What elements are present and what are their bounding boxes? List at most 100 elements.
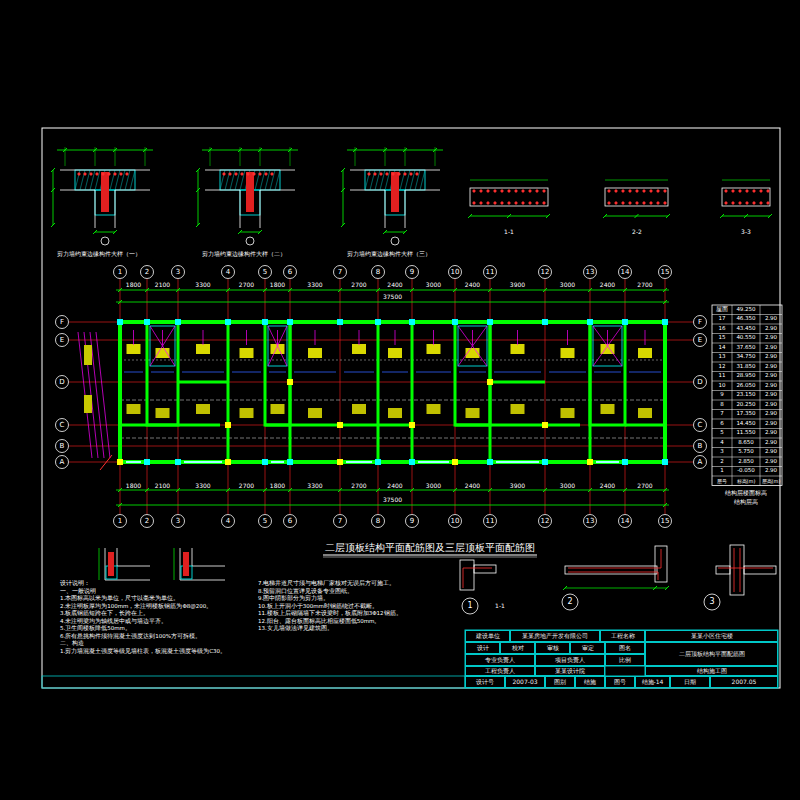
sheet-frame <box>42 128 780 688</box>
shaft-cross <box>593 326 622 366</box>
dimension-tick <box>403 230 407 234</box>
balcony-line <box>84 332 98 458</box>
column <box>587 319 593 325</box>
wall-line <box>180 548 181 580</box>
title-block-text: 审核 <box>547 645 559 651</box>
table-cell: 2.90 <box>765 345 777 351</box>
dimension-tick <box>663 288 667 292</box>
axis-bubble <box>56 456 69 469</box>
detail-outline <box>744 566 776 574</box>
table-rule <box>712 333 782 334</box>
note-line: 10.板上开洞小于300mm时钢筋绕过不截断。 <box>258 604 378 610</box>
shear-wall <box>377 322 380 462</box>
table-cell: 3 <box>720 450 724 456</box>
wall-line <box>350 190 385 191</box>
dimension: 2700 <box>350 282 367 288</box>
axis-bubble <box>141 515 154 528</box>
dimension-tick <box>543 288 547 292</box>
hatch-line <box>75 170 80 190</box>
rebar-dot <box>725 202 727 204</box>
section-label: 1-1 <box>495 603 505 609</box>
rebar-dot <box>223 173 225 175</box>
column <box>225 459 231 465</box>
title-block-cell: 结施-14 <box>635 676 670 688</box>
dimension-tick <box>376 488 380 492</box>
axis-bubble <box>584 515 597 528</box>
dimension-tick <box>51 188 55 192</box>
table-cell: 8 <box>720 402 724 408</box>
shaft-outline <box>593 326 622 366</box>
table-cell: 14.450 <box>736 421 755 427</box>
axis-number: 8 <box>376 518 380 525</box>
wall-line <box>115 190 150 191</box>
detail-outline <box>565 566 657 574</box>
rebar-line <box>734 548 740 592</box>
axis-number: 2 <box>145 518 149 525</box>
title-underline <box>323 555 537 556</box>
dimension-tick <box>453 288 457 292</box>
column <box>337 319 343 325</box>
rebar-dot <box>636 190 638 192</box>
hatch-line <box>415 170 420 190</box>
axis-bubble <box>694 456 707 469</box>
column <box>117 319 123 325</box>
table-cell: 2.90 <box>765 374 777 380</box>
axis-bubble <box>114 266 127 279</box>
axis-letter: A <box>698 459 703 466</box>
table-cell: 2.90 <box>765 469 777 475</box>
axis-bubble <box>694 334 707 347</box>
table-cell: 12 <box>719 364 726 370</box>
rebar-line <box>629 372 661 373</box>
column <box>175 459 181 465</box>
axis-letter: D <box>59 379 64 386</box>
axis-bubble <box>694 419 707 432</box>
title-block-cell <box>605 666 645 676</box>
table-cell: 20.250 <box>736 402 755 408</box>
axis-bubble <box>372 515 385 528</box>
hatch-line <box>365 170 370 190</box>
table-rule <box>712 476 782 477</box>
table-cell: 40.550 <box>736 336 755 342</box>
rebar-dot <box>732 190 734 192</box>
table-cell: 37.650 <box>736 345 755 351</box>
dimension-tick <box>288 288 292 292</box>
dimension-tick <box>635 214 639 218</box>
title-block-cell: 图别 <box>545 676 575 688</box>
shaft-cross <box>458 326 487 366</box>
dimension-tick <box>118 300 122 304</box>
hatch-line <box>240 170 245 190</box>
axis-letter: D <box>697 379 702 386</box>
column <box>662 319 668 325</box>
dimension-tick <box>238 230 242 234</box>
table-cell: 2 <box>720 459 724 465</box>
hatch-line <box>380 170 385 190</box>
dimension-tick <box>145 288 149 292</box>
shear-wall <box>411 322 414 462</box>
dimension: 3900 <box>509 282 526 288</box>
title-block-cell: 专业负责人 <box>465 654 535 666</box>
beam-line <box>120 438 665 439</box>
rebar-note-block <box>638 408 652 418</box>
rebar-note-block <box>240 348 254 358</box>
column <box>337 459 343 465</box>
dimension-line <box>722 180 770 181</box>
dimension-tick <box>341 223 345 227</box>
detail-number: 1 <box>467 602 472 610</box>
rebar-note-block <box>388 408 402 418</box>
extension-line <box>435 147 436 166</box>
core-wall <box>590 322 625 425</box>
axis-letter: A <box>60 459 65 466</box>
axis-bubble <box>284 515 297 528</box>
wall-line <box>405 190 440 191</box>
table-rule <box>712 324 782 325</box>
dimension-line <box>95 232 115 233</box>
axis-bubble <box>584 266 597 279</box>
axis-number: 7 <box>338 518 342 525</box>
rebar-dot <box>501 202 503 204</box>
note-line: 二、构造 <box>60 641 84 647</box>
axis-bubble <box>449 515 462 528</box>
column <box>144 459 150 465</box>
axis-bubble <box>619 266 632 279</box>
rebar-dot <box>114 173 116 175</box>
dimension: 2700 <box>238 282 255 288</box>
